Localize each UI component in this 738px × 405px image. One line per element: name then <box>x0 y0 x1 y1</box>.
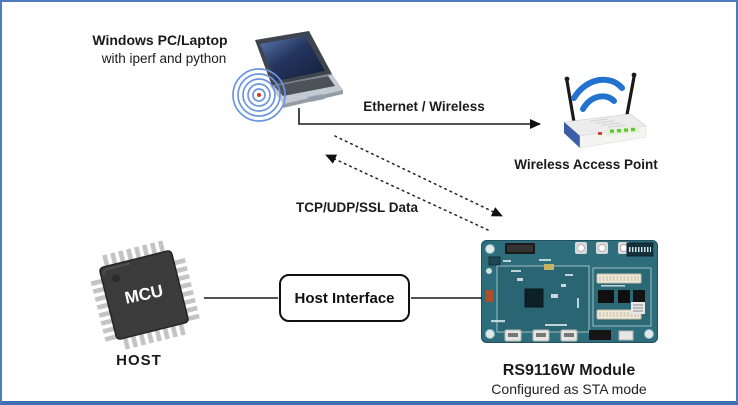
host-interface-label: Host Interface <box>294 289 395 307</box>
mcu-chip-icon <box>90 240 200 350</box>
module-subtitle: Configured as STA mode <box>491 381 647 397</box>
data-link-label: TCP/UDP/SSL Data <box>295 200 419 215</box>
wireless-router-icon <box>563 72 647 149</box>
host-interface-box: Host Interface <box>279 274 410 322</box>
pc-subtitle: with iperf and python <box>101 51 227 66</box>
router-wifi-arcs-icon <box>571 76 625 112</box>
module-title: RS9116W Module <box>502 362 636 379</box>
ethernet-label: Ethernet / Wireless <box>363 99 485 114</box>
access-point-label: Wireless Access Point <box>514 157 658 172</box>
data-arrow-up <box>325 154 489 231</box>
host-caption: HOST <box>116 352 162 369</box>
pc-title: Windows PC/Laptop <box>92 32 228 48</box>
wifi-signal-icon <box>232 68 286 122</box>
rs9116w-board-icon <box>481 240 658 343</box>
laptop-with-wifi-icon <box>232 31 343 122</box>
